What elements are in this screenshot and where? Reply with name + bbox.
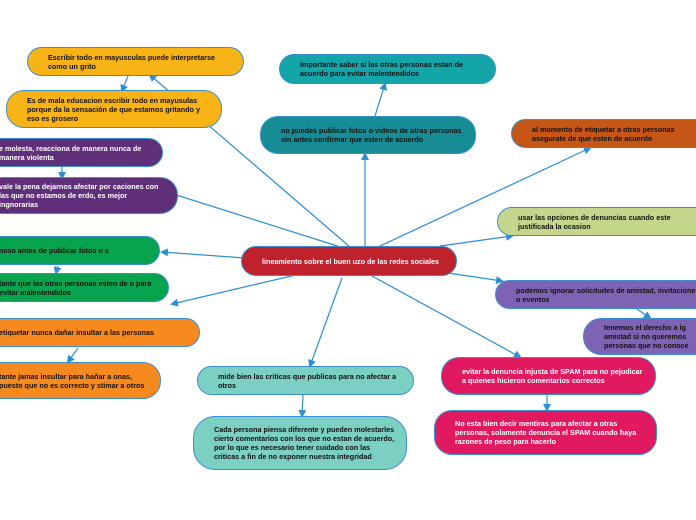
node-ignore-requests[interactable]: podemos ignorar solicitudes de amistad, …: [495, 280, 696, 309]
node-permission-photos[interactable]: miso antes de publicar fotos o s: [0, 236, 160, 265]
node-agreement-misunderstandings[interactable]: tante que las otras personas esten de o …: [0, 273, 169, 302]
link-orange-orange: [66, 347, 79, 364]
link-center-mint: [308, 277, 343, 368]
node-never-insult[interactable]: tante jamas insultar para hañar a onas, …: [0, 362, 161, 399]
link-center-lav: [447, 272, 504, 285]
node-uppercase-shouting[interactable]: Escribir todo en mayusculas puede interp…: [27, 47, 244, 76]
link-center-green: [160, 248, 246, 259]
node-uppercase-rude[interactable]: Es de mala educacion escribir todo en ma…: [6, 90, 222, 128]
node-text: tante jamas insultar para hañar a onas, …: [0, 371, 145, 390]
node-text: usar las opciones de denuncias cuando es…: [518, 212, 671, 231]
link-center-purple: [168, 190, 351, 251]
link-green-green: [53, 265, 62, 275]
link-mint-mint: [298, 394, 307, 418]
link-teal-teal: [374, 82, 388, 117]
link-yellow-yellow: [120, 75, 129, 93]
node-text: no puedes publicar fotos o videos de otr…: [281, 126, 462, 144]
node-text: tenemos el derecho a ig amistad si no qu…: [604, 323, 689, 350]
node-text: No esta bien decir mentiras para afectar…: [455, 419, 637, 446]
node-know-agreement[interactable]: Importante saber si las otras personas e…: [279, 54, 496, 84]
node-text: etiquetar nunca dañar insultar a las per…: [0, 328, 154, 337]
node-text: vale la pena dejarnos afectar por cacion…: [0, 182, 159, 209]
node-text: al momento de etiquetar a otras personas…: [532, 124, 675, 143]
link-center-pink: [371, 275, 522, 358]
node-measure-criticism[interactable]: mide bien las criticas que publicas para…: [197, 366, 414, 395]
node-text: podemos ignorar solicitudes de amistad, …: [516, 285, 696, 304]
node-no-post-without-consent[interactable]: no puedes publicar fotos o videos de otr…: [260, 116, 476, 154]
node-text: evitar la denuncia injusta de SPAM para …: [462, 367, 643, 385]
node-text: mide bien las criticas que publicas para…: [218, 371, 397, 390]
link-lav-lav: [636, 308, 652, 320]
link-center-lime: [439, 232, 514, 247]
node-text: Importante saber si las otras personas e…: [300, 60, 463, 78]
link-center-brown: [377, 146, 592, 248]
node-text: Es de mala educacion escribir todo en ma…: [27, 95, 200, 123]
node-report-options[interactable]: usar las opciones de denuncias cuando es…: [497, 207, 696, 236]
node-no-lies-spam[interactable]: No esta bien decir mentiras para afectar…: [434, 410, 657, 455]
node-text: tante que las otras personas esten de o …: [0, 278, 152, 297]
node-careful-criticism[interactable]: Cada persona piensa diferente y pueden m…: [193, 416, 407, 470]
node-tag-no-insult[interactable]: etiquetar nunca dañar insultar a las per…: [0, 318, 200, 347]
node-ignore-disagreements[interactable]: vale la pena dejarnos afectar por cacion…: [0, 177, 178, 214]
node-text: e molesta, reacciona de manera nunca de …: [0, 143, 142, 162]
node-tag-consent[interactable]: al momento de etiquetar a otras personas…: [511, 119, 696, 148]
node-right-ignore-friendship[interactable]: tenemos el derecho a ig amistad si no qu…: [583, 318, 696, 355]
node-text: Cada persona piensa diferente y pueden m…: [214, 425, 395, 461]
node-avoid-unfair-spam-report[interactable]: evitar la denuncia injusta de SPAM para …: [441, 357, 656, 395]
node-text: miso antes de publicar fotos o s: [0, 246, 109, 255]
node-text: Escribir todo en mayusculas puede interp…: [48, 52, 215, 71]
link-center-orange: [170, 273, 301, 307]
central-topic-text: lineamiento sobre el buen uzo de las red…: [262, 256, 439, 266]
node-react-non-violent[interactable]: e molesta, reacciona de manera nunca de …: [0, 138, 163, 167]
central-topic[interactable]: lineamiento sobre el buen uzo de las red…: [241, 246, 457, 276]
